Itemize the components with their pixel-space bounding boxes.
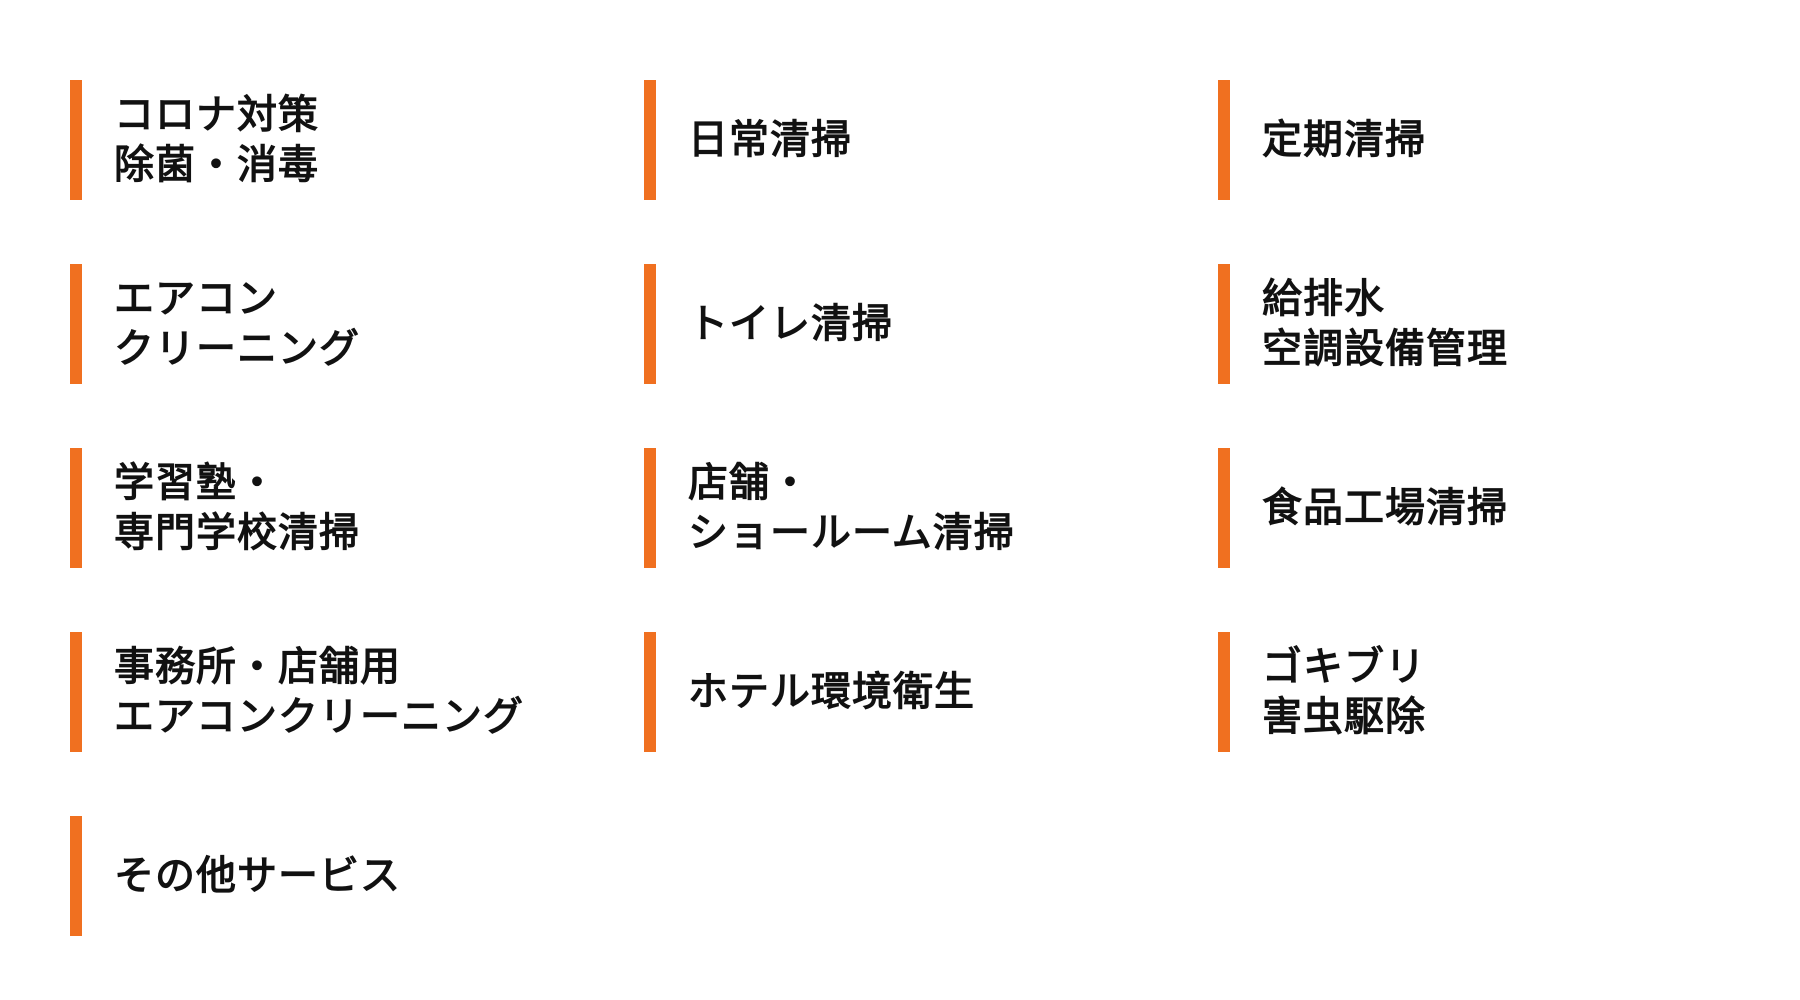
service-item-regular-cleaning[interactable]: 定期清掃 xyxy=(1218,80,1792,200)
service-item-pest-control[interactable]: ゴキブリ 害虫駆除 xyxy=(1218,632,1792,752)
service-label: エアコン クリーニング xyxy=(114,274,360,374)
service-item-food-factory-cleaning[interactable]: 食品工場清掃 xyxy=(1218,448,1792,568)
service-label: その他サービス xyxy=(114,851,401,901)
accent-bar xyxy=(1218,632,1230,752)
service-label: 定期清掃 xyxy=(1262,115,1426,165)
accent-bar xyxy=(70,632,82,752)
accent-bar xyxy=(70,816,82,936)
service-label-line: 空調設備管理 xyxy=(1262,326,1508,372)
service-label: ゴキブリ 害虫駆除 xyxy=(1262,642,1426,742)
accent-bar xyxy=(644,264,656,384)
accent-bar xyxy=(1218,448,1230,568)
service-label-line: クリーニング xyxy=(114,326,360,372)
service-label-line: 事務所・店舗用 xyxy=(114,644,401,690)
accent-bar xyxy=(644,80,656,200)
accent-bar xyxy=(1218,264,1230,384)
accent-bar xyxy=(644,448,656,568)
accent-bar xyxy=(70,448,82,568)
service-item-daily-cleaning[interactable]: 日常清掃 xyxy=(644,80,1218,200)
service-grid: コロナ対策 除菌・消毒 日常清掃 定期清掃 エアコン クリーニング トイレ清掃 xyxy=(70,80,1792,936)
service-label: 食品工場清掃 xyxy=(1262,483,1508,533)
accent-bar xyxy=(70,80,82,200)
service-label-line: その他サービス xyxy=(114,853,401,899)
service-label: 給排水 空調設備管理 xyxy=(1262,274,1508,374)
service-item-other-services[interactable]: その他サービス xyxy=(70,816,644,936)
service-label-line: 学習塾・ xyxy=(114,460,278,506)
service-item-school-cleaning[interactable]: 学習塾・ 専門学校清掃 xyxy=(70,448,644,568)
service-label-line: 店舗・ xyxy=(688,460,811,506)
service-label: 学習塾・ 専門学校清掃 xyxy=(114,458,360,558)
service-label-line: 専門学校清掃 xyxy=(114,510,360,556)
accent-bar xyxy=(70,264,82,384)
service-label: トイレ清掃 xyxy=(688,299,893,349)
service-label: 日常清掃 xyxy=(688,115,852,165)
service-label-line: エアコンクリーニング xyxy=(114,694,524,740)
accent-bar xyxy=(1218,80,1230,200)
service-label-line: エアコン xyxy=(114,276,278,322)
service-item-corona[interactable]: コロナ対策 除菌・消毒 xyxy=(70,80,644,200)
service-label-line: トイレ清掃 xyxy=(688,301,893,347)
service-item-hotel-hygiene[interactable]: ホテル環境衛生 xyxy=(644,632,1218,752)
service-label: ホテル環境衛生 xyxy=(688,667,975,717)
service-label-line: コロナ対策 xyxy=(114,92,319,138)
service-label-line: 日常清掃 xyxy=(688,117,852,163)
accent-bar xyxy=(644,632,656,752)
service-label-line: 定期清掃 xyxy=(1262,117,1426,163)
service-item-office-aircon[interactable]: 事務所・店舗用 エアコンクリーニング xyxy=(70,632,644,752)
service-item-toilet-cleaning[interactable]: トイレ清掃 xyxy=(644,264,1218,384)
service-label-line: ショールーム清掃 xyxy=(688,510,1015,556)
service-label-line: 除菌・消毒 xyxy=(114,142,319,188)
service-label-line: 食品工場清掃 xyxy=(1262,485,1508,531)
service-label-line: 給排水 xyxy=(1262,276,1385,322)
service-item-store-cleaning[interactable]: 店舗・ ショールーム清掃 xyxy=(644,448,1218,568)
service-item-plumbing-hvac[interactable]: 給排水 空調設備管理 xyxy=(1218,264,1792,384)
service-label: 店舗・ ショールーム清掃 xyxy=(688,458,1015,558)
service-item-aircon-cleaning[interactable]: エアコン クリーニング xyxy=(70,264,644,384)
service-label-line: ゴキブリ xyxy=(1262,644,1426,690)
service-label-line: 害虫駆除 xyxy=(1262,694,1426,740)
service-label: コロナ対策 除菌・消毒 xyxy=(114,90,319,190)
service-label: 事務所・店舗用 エアコンクリーニング xyxy=(114,642,524,742)
service-label-line: ホテル環境衛生 xyxy=(688,669,975,715)
